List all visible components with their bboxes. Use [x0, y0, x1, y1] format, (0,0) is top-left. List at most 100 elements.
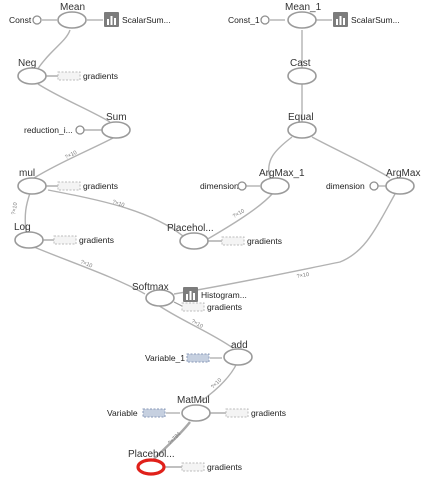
node-placeholder-top-group: Placehol... gradients: [167, 223, 282, 250]
edge-log-softmax: [33, 246, 146, 295]
node-argmax1-group: dimension ArgMax_1: [200, 168, 305, 195]
label-neg: Neg: [18, 58, 36, 69]
op-neg[interactable]: [17, 67, 47, 85]
node-const1-group: Const_1: [228, 15, 270, 25]
label-cast: Cast: [290, 58, 311, 69]
edge-placeholder-argmax1: [205, 192, 274, 241]
node-sum-group: reduction_i... Sum: [24, 112, 131, 139]
stub-softmax: [173, 301, 183, 307]
summary-histogram[interactable]: Histogram... gradients: [181, 287, 247, 312]
reduction-indices-node[interactable]: [75, 125, 85, 135]
label-gradients: gradients: [83, 71, 118, 81]
label-gradients: gradients: [79, 235, 114, 245]
op-placeholder-top[interactable]: [179, 232, 209, 250]
edge-mean-neg: [36, 29, 71, 71]
edge-label-softmax-mul: ?×10: [111, 199, 125, 209]
op-log[interactable]: [14, 231, 44, 249]
node-argmax-group: dimension ArgMax: [326, 168, 420, 195]
node-mul-group: mul gradients: [17, 168, 118, 195]
edge-equal-argmax1: [268, 136, 293, 179]
gradients-box[interactable]: [53, 235, 77, 245]
op-argmax-1[interactable]: [260, 177, 290, 195]
op-cast[interactable]: [287, 67, 317, 85]
label-gradients: gradients: [207, 302, 242, 312]
gradients-box[interactable]: [181, 302, 205, 312]
node-placeholder-bottom-group: Placehol... gradients: [128, 449, 242, 476]
edges: [24, 19, 396, 460]
op-mul[interactable]: [17, 177, 47, 195]
label-matmul: MatMul: [177, 395, 210, 406]
aux-stubs: [43, 75, 226, 468]
label-dimension-1: dimension: [200, 181, 239, 191]
op-mean[interactable]: [57, 11, 87, 29]
edge-neg-sum: [37, 83, 111, 123]
summary-scalar-2[interactable]: ScalarSum...: [333, 12, 400, 27]
label-mul: mul: [19, 168, 35, 179]
node-softmax-group: Softmax: [132, 282, 175, 307]
label-log: Log: [14, 222, 31, 233]
edge-label-mul-sum: ?×10: [64, 150, 78, 161]
label-variable: Variable: [107, 408, 138, 418]
label-mean-1: Mean_1: [285, 2, 322, 13]
gradients-box[interactable]: [181, 462, 205, 472]
edge-matmul-placeholder-bottom: [153, 421, 191, 460]
variable-1-node[interactable]: [186, 353, 210, 363]
edge-sum-mul: [33, 137, 114, 179]
edge-label-softmax-add: ?×10: [190, 319, 204, 330]
edge-label-softmax-argmax: ?×10: [296, 272, 309, 280]
node-mean1-group: Mean_1: [285, 2, 322, 29]
edge-mul-placeholder-top: [47, 189, 184, 237]
label-scalar-summary-2: ScalarSum...: [351, 15, 400, 25]
label-const-1: Const_1: [228, 15, 260, 25]
node-equal-group: Equal: [287, 112, 317, 139]
gradients-box[interactable]: [221, 236, 245, 246]
label-argmax-1: ArgMax_1: [259, 168, 305, 179]
op-softmax[interactable]: [145, 289, 175, 307]
op-placeholder-bottom-selected[interactable]: [136, 458, 166, 476]
label-equal: Equal: [288, 112, 314, 123]
label-mean: Mean: [60, 2, 85, 13]
gradients-box[interactable]: [57, 181, 81, 191]
label-argmax: ArgMax: [386, 168, 420, 179]
label-dimension-2: dimension: [326, 181, 365, 191]
label-scalar-summary-1: ScalarSum...: [122, 15, 171, 25]
variable-node[interactable]: [142, 408, 166, 418]
op-add[interactable]: [223, 348, 253, 366]
edge-softmax-argmax: [173, 193, 396, 295]
label-placeholder-top: Placehol...: [167, 223, 214, 234]
gradients-box[interactable]: [57, 71, 81, 81]
dimension-1-node[interactable]: [237, 181, 247, 191]
node-matmul-group: Variable MatMul gradients: [107, 395, 286, 422]
label-placeholder-bottom: Placehol...: [128, 449, 175, 460]
node-log-group: Log gradients: [14, 222, 114, 249]
label-histogram-summary: Histogram...: [201, 290, 247, 300]
edge-label-mul-log: ?×10: [11, 202, 19, 215]
label-sum: Sum: [106, 112, 127, 123]
node-mean-group: Mean: [57, 2, 87, 29]
label-add: add: [231, 340, 248, 351]
node-neg-group: Neg gradients: [17, 58, 118, 85]
op-equal[interactable]: [287, 121, 317, 139]
label-gradients: gradients: [207, 462, 242, 472]
op-argmax[interactable]: [385, 177, 415, 195]
edge-label-log-softmax: ?×10: [79, 259, 93, 269]
summary-scalar-1[interactable]: ScalarSum...: [104, 12, 171, 27]
edge-label-matmul-placeholder: ?×784: [167, 431, 182, 446]
label-softmax: Softmax: [132, 282, 169, 293]
const-1-node[interactable]: [260, 15, 270, 25]
label-gradients: gradients: [83, 181, 118, 191]
node-add-group: Variable_1 add: [145, 340, 253, 366]
edge-softmax-add: [157, 304, 234, 349]
op-mean-1[interactable]: [287, 11, 317, 29]
node-cast-group: Cast: [287, 58, 317, 85]
op-sum[interactable]: [101, 121, 131, 139]
const-node[interactable]: [32, 15, 42, 25]
label-gradients: gradients: [251, 408, 286, 418]
label-variable-1: Variable_1: [145, 353, 185, 363]
gradients-box[interactable]: [225, 408, 249, 418]
label-reduction-indices: reduction_i...: [24, 125, 73, 135]
node-const-group: Const: [9, 15, 42, 25]
dimension-2-node[interactable]: [369, 181, 379, 191]
op-matmul[interactable]: [181, 404, 211, 422]
